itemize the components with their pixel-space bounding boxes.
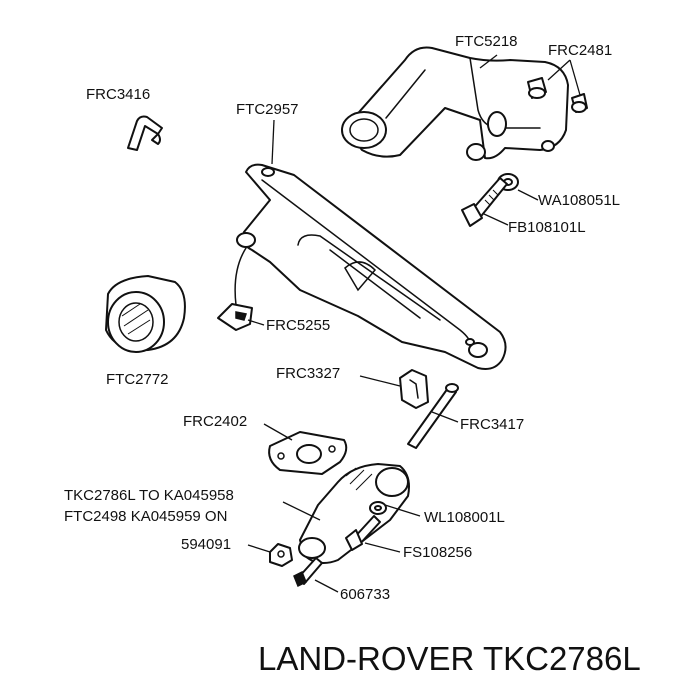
label-wl108001l: WL108001L: [424, 509, 505, 526]
nut-594091: [269, 543, 293, 567]
release-bearing-ftc2772: [105, 275, 186, 353]
leader-lines: [247, 54, 581, 593]
slave-cylinder-tkc2786l: [298, 463, 410, 565]
clip-frc3416: [127, 115, 163, 151]
bolt-fb108101l: [461, 177, 508, 227]
screw-fs108256: [345, 515, 381, 551]
pad-frc5255: [217, 303, 253, 331]
label-ftc2498-range: FTC2498 KA045959 ON: [64, 508, 228, 525]
gasket-frc2402: [268, 431, 348, 475]
label-ftc2957: FTC2957: [236, 101, 299, 118]
label-594091: 594091: [181, 536, 232, 553]
label-fb108101l: FB108101L: [508, 219, 586, 236]
release-lever-ftc2957: [234, 163, 507, 370]
label-fs108256: FS108256: [403, 544, 473, 561]
cross-shaft-ftc5218: [341, 46, 569, 161]
label-frc2402: FRC2402: [183, 413, 248, 430]
label-ftc5218: FTC5218: [455, 33, 518, 50]
bleed-screw-606733: [293, 557, 323, 588]
label-frc5255: FRC5255: [266, 317, 331, 334]
label-frc2481: FRC2481: [548, 42, 613, 59]
label-ftc2772: FTC2772: [106, 371, 169, 388]
caption-brand-part-number: LAND-ROVER TKC2786L: [258, 640, 641, 677]
label-606733: 606733: [340, 586, 391, 603]
retainer-frc3327: [399, 369, 429, 409]
label-frc3417: FRC3417: [460, 416, 525, 433]
label-frc3416: FRC3416: [86, 86, 151, 103]
label-wa108051l: WA108051L: [538, 192, 621, 209]
bushes-frc2481: [527, 77, 588, 113]
pivot-pin-frc3417: [407, 383, 459, 449]
label-frc3327: FRC3327: [276, 365, 341, 382]
label-tkc2786l-range: TKC2786L TO KA045958: [64, 487, 234, 504]
